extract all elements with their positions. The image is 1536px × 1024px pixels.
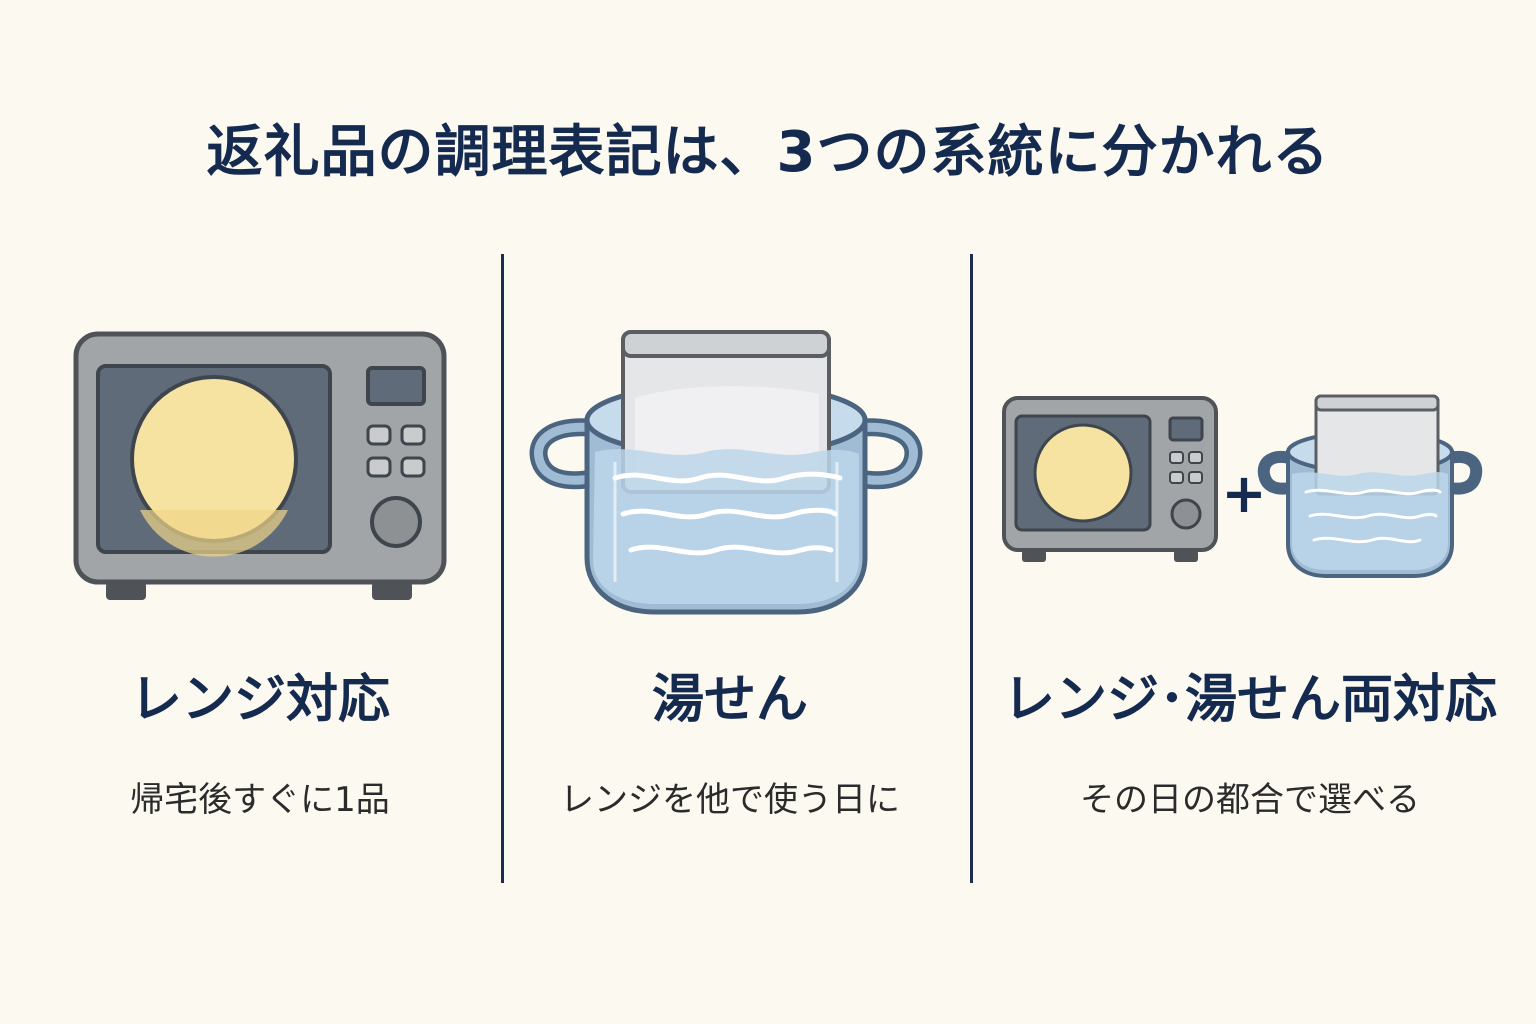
column-1-caption: 帰宅後すぐに1品 xyxy=(130,780,390,820)
column-2-label: 湯せん xyxy=(651,670,808,730)
microwave-plus-pot-icon: + xyxy=(1002,394,1483,578)
column-divider-2 xyxy=(970,254,973,883)
column-1-label: レンジ対応 xyxy=(129,670,390,730)
column-3-caption: その日の都合で選べる xyxy=(1080,780,1420,820)
small-microwave-icon xyxy=(1002,396,1218,562)
plus-sign: + xyxy=(1221,462,1266,525)
column-2-caption: レンジを他で使う日に xyxy=(560,780,900,820)
column-divider-1 xyxy=(501,254,504,883)
small-pot-icon xyxy=(1257,394,1483,578)
microwave-icon xyxy=(73,331,447,600)
pot-with-pouch-icon xyxy=(529,330,923,615)
column-3-label: レンジ･湯せん両対応 xyxy=(1002,670,1497,730)
main-title: 返礼品の調理表記は、3つの系統に分かれる xyxy=(206,120,1330,185)
